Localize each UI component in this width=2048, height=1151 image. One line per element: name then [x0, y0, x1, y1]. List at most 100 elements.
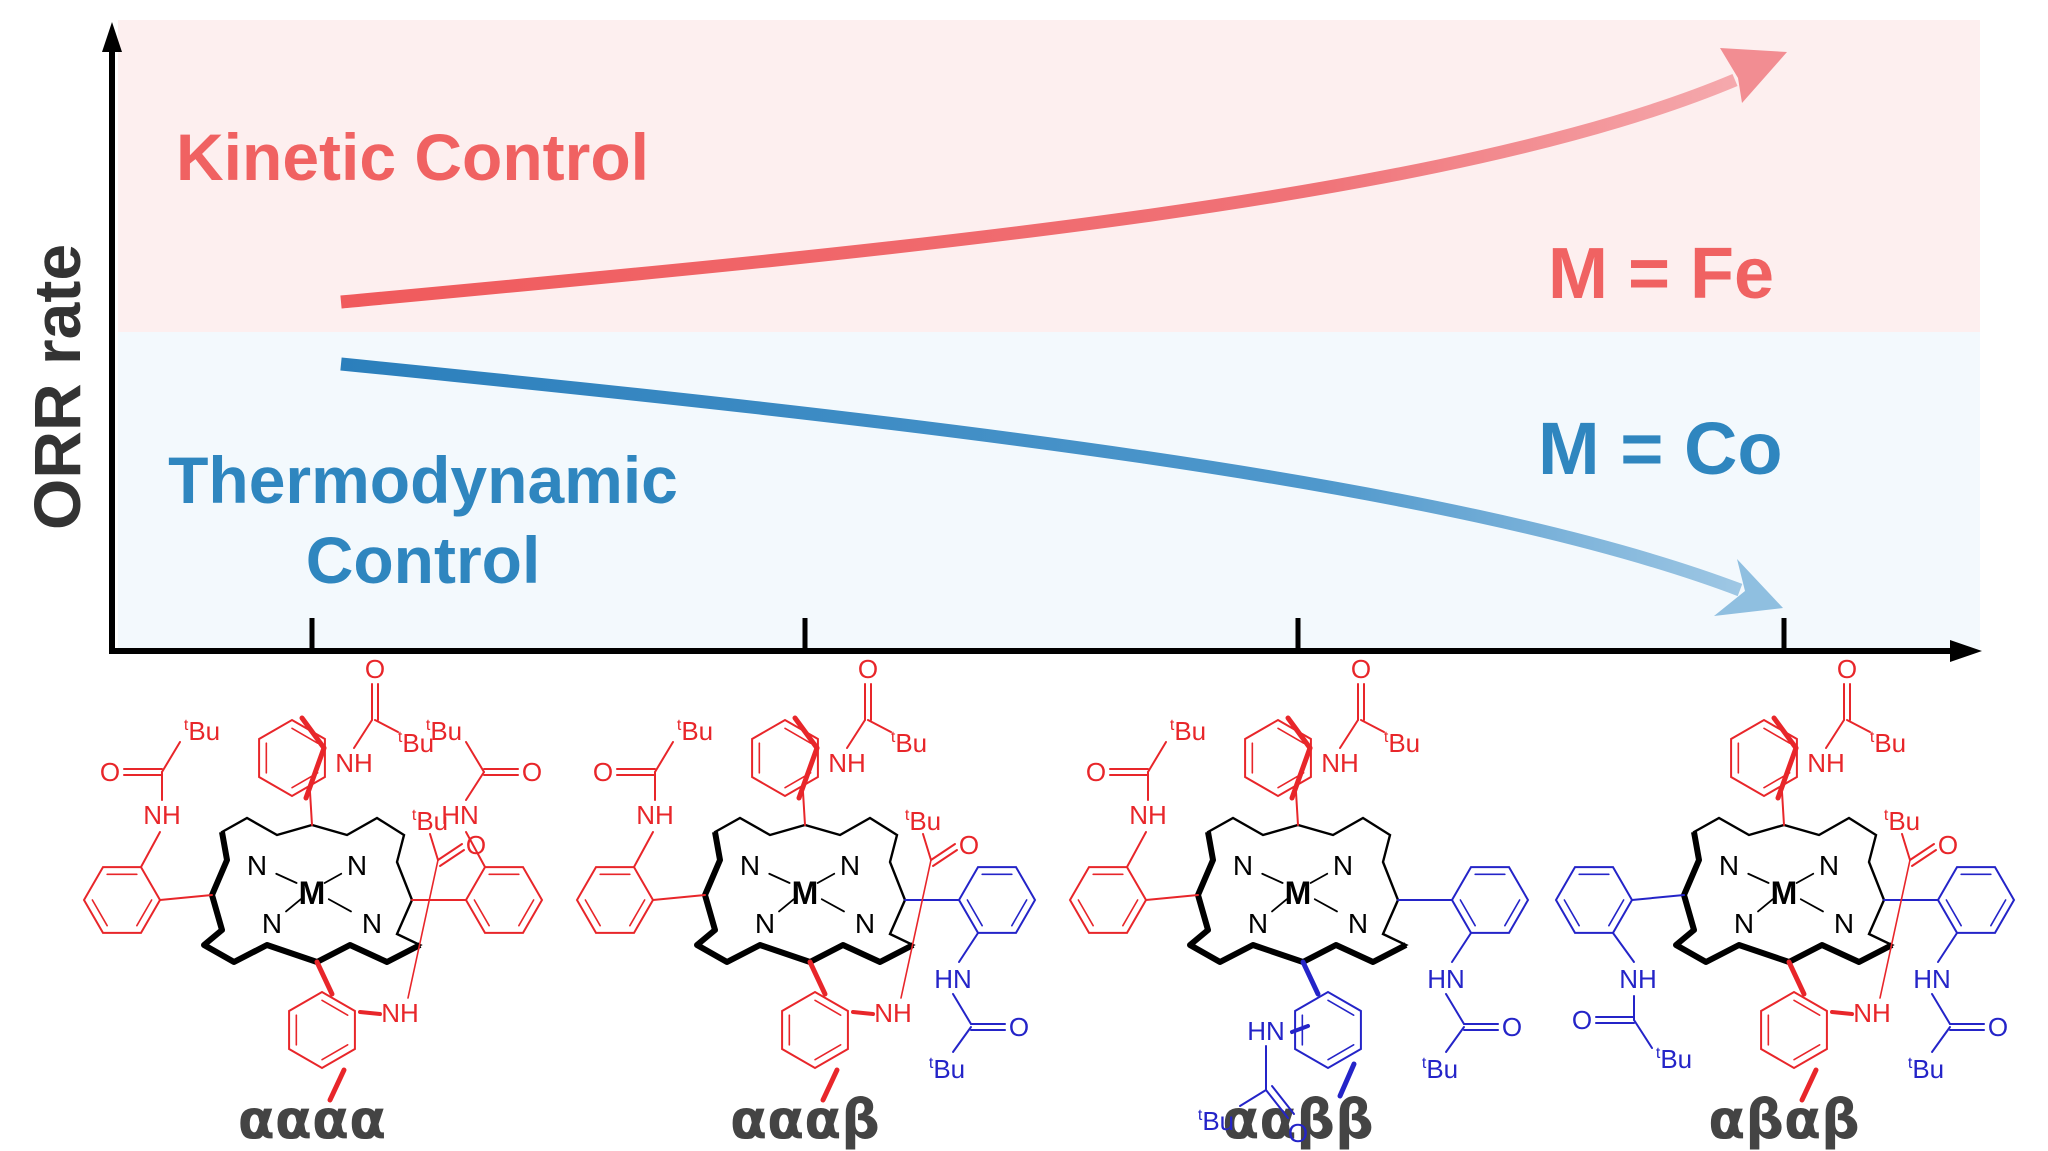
metal-nitrogen-bond	[820, 898, 845, 913]
bond	[846, 719, 866, 749]
bond	[465, 771, 485, 801]
nitrogen-atom: N	[1719, 850, 1739, 881]
bond	[1339, 719, 1359, 749]
nitrogen-atom: N	[1734, 908, 1754, 939]
wedge-bond	[796, 745, 820, 801]
isomer-label: αβαβ	[1708, 1088, 1860, 1151]
phenyl-ring	[1730, 718, 1798, 798]
aromatic-bond	[1793, 1044, 1821, 1061]
bond	[1271, 1085, 1295, 1115]
porphyrin-front-edge	[1673, 831, 1894, 965]
bond	[1901, 833, 1911, 861]
amide-hn: HN	[1247, 1016, 1285, 1046]
nitrogen-atom: N	[1819, 850, 1839, 881]
nitrogen-atom: N	[755, 908, 775, 939]
aromatic-bond	[814, 999, 842, 1016]
aromatic-bond	[1793, 999, 1821, 1016]
phenyl-ring	[575, 866, 655, 934]
isomer-label: αααα	[237, 1088, 387, 1151]
phenyl-ring	[1244, 718, 1312, 798]
amide-linker	[407, 859, 439, 999]
bond	[1445, 1026, 1465, 1053]
aromatic-bond	[321, 999, 349, 1016]
amide-hn: HN	[1913, 964, 1951, 994]
bond	[922, 833, 932, 861]
phenyl-ring	[1760, 990, 1828, 1070]
nitrogen-atom: N	[740, 850, 760, 881]
bond	[1612, 932, 1635, 963]
amide-linker	[900, 859, 932, 999]
nitrogen-atom: N	[247, 850, 267, 881]
amide-nh: NH	[143, 800, 181, 830]
phenyl-ring	[781, 990, 849, 1070]
metal-nitrogen-bond	[285, 898, 302, 913]
aromatic-bond	[136, 899, 153, 927]
phenyl-ring	[1554, 866, 1634, 934]
bond	[1846, 719, 1871, 733]
carbonyl-oxygen: O	[1351, 654, 1371, 684]
bond	[1937, 932, 1958, 963]
bond	[958, 932, 979, 963]
phenyl-ring	[1294, 990, 1362, 1070]
amide-nh: NH	[828, 748, 866, 778]
bond	[1147, 741, 1167, 773]
nitrogen-atom: N	[362, 908, 382, 939]
x-axis-arrowhead	[1950, 640, 1982, 662]
bond	[429, 833, 439, 861]
meso-aryl-bond	[159, 894, 213, 901]
tert-butyl-label: tBu	[426, 716, 462, 746]
aromatic-bond	[1327, 999, 1355, 1016]
nitrogen-atom: N	[347, 850, 367, 881]
aromatic-bond	[1011, 899, 1028, 927]
aromatic-bond	[629, 899, 646, 927]
thermodynamic-control-label: Thermodynamic Control	[158, 440, 688, 600]
bond	[358, 1010, 382, 1016]
carbonyl-oxygen: O	[1009, 1012, 1029, 1042]
tert-butyl-label: tBu	[398, 728, 434, 758]
aromatic-bond	[321, 1044, 349, 1061]
bond	[654, 741, 674, 773]
phenyl-ring	[751, 718, 819, 798]
bond	[1633, 1019, 1653, 1049]
isomer-label: ααββ	[1222, 1088, 1374, 1151]
wedge-bond	[1799, 1067, 1819, 1103]
wedge-bond	[1285, 715, 1313, 751]
tert-butyl-label: tBu	[677, 716, 713, 746]
meso-aryl-bond	[802, 791, 806, 826]
metal-nitrogen-bond	[768, 872, 791, 884]
bond	[353, 719, 373, 749]
bond	[1909, 843, 1935, 861]
phenyl-ring	[464, 866, 544, 934]
porphyrin-front-edge	[201, 831, 422, 965]
phenyl-ring	[1936, 866, 2016, 934]
aromatic-bond	[1077, 899, 1094, 927]
bond	[465, 831, 486, 868]
metal-nitrogen-bond	[327, 898, 352, 913]
metal-nitrogen-bond	[275, 872, 298, 884]
aromatic-bond	[1763, 727, 1791, 744]
metal-nitrogen-bond	[1313, 898, 1338, 913]
carbonyl-oxygen: O	[1502, 1012, 1522, 1042]
metal-nitrogen-bond	[1757, 898, 1774, 913]
nitrogen-atom: N	[1233, 850, 1253, 881]
tert-butyl-label: tBu	[1422, 1054, 1458, 1084]
nitrogen-atom: N	[1333, 850, 1353, 881]
tert-butyl-label: tBu	[905, 806, 941, 836]
amide-nh: NH	[1807, 748, 1845, 778]
amide-nh: NH	[1853, 998, 1891, 1028]
metal-center: M	[792, 875, 819, 911]
meso-aryl-bond	[807, 959, 828, 997]
tert-butyl-label: tBu	[412, 806, 448, 836]
bond	[1239, 1089, 1267, 1107]
meso-aryl-bond	[309, 791, 313, 826]
tert-butyl-label: tBu	[1170, 716, 1206, 746]
aromatic-bond	[1504, 899, 1521, 927]
iron-trend-label: M = Fe	[1548, 234, 1775, 314]
meso-aryl-bond	[1295, 791, 1299, 826]
thermodynamic-control-region	[118, 332, 1980, 650]
wedge-bond	[1775, 745, 1799, 801]
amide-nh: NH	[1321, 748, 1359, 778]
tert-butyl-label: tBu	[1870, 728, 1906, 758]
